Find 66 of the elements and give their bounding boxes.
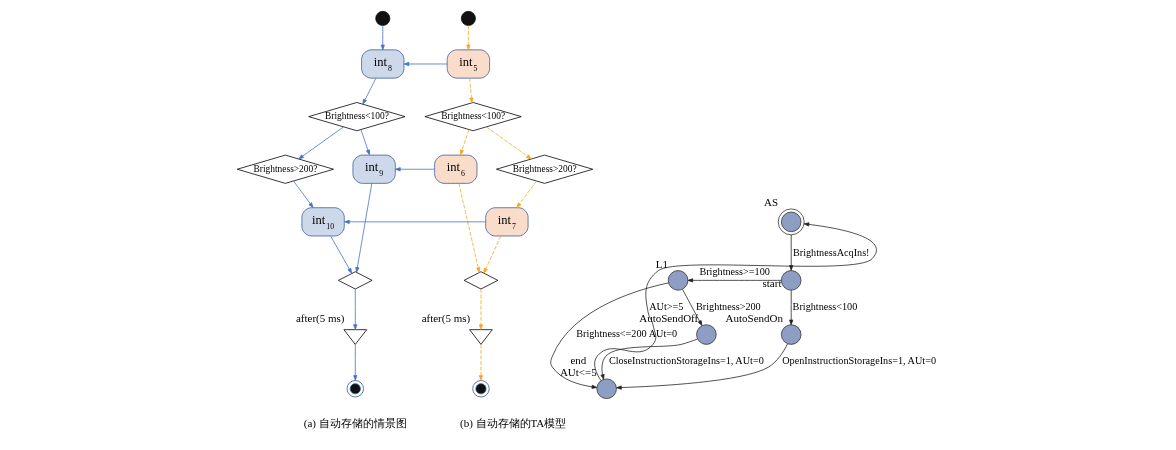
edge-label: AUt>=5 xyxy=(649,301,684,313)
node-diamond xyxy=(463,271,499,290)
arrow xyxy=(687,278,782,283)
arrow xyxy=(355,183,373,273)
node-label: end xyxy=(570,354,587,367)
node-label: after(5 ms) xyxy=(421,311,471,324)
arrow xyxy=(380,25,385,51)
label: (b) 自动存储的TA模型 xyxy=(459,417,567,430)
arrow xyxy=(466,25,471,51)
arrow xyxy=(516,180,537,208)
edge-label: CloseInstructionStorageIns=1, AUt=0 xyxy=(608,355,764,367)
node-hourglass xyxy=(343,329,368,345)
arrow xyxy=(550,282,669,389)
node-circle xyxy=(781,324,802,345)
arrow xyxy=(362,77,377,105)
node-circle xyxy=(696,324,717,345)
node-label: AS xyxy=(764,195,779,208)
arrow xyxy=(616,343,788,390)
edge-label: Brightness<=200 AUt=0 xyxy=(576,328,678,340)
node-diamond: Brightness<100? xyxy=(308,102,406,132)
node-box: int$_{9}$ xyxy=(352,154,396,184)
arrow xyxy=(403,61,448,67)
arrow xyxy=(458,183,481,273)
node-diamond xyxy=(338,271,373,290)
edge-label: Brightness>200 xyxy=(696,301,761,313)
node-circle xyxy=(596,378,617,399)
arrow xyxy=(344,219,487,224)
arrow xyxy=(789,289,794,326)
node-hourglass xyxy=(469,329,493,345)
node-circle xyxy=(781,270,802,291)
arrow xyxy=(293,180,314,208)
edge-label: BrightnessAcqIns! xyxy=(793,246,870,258)
edge-label: Brightness<100 xyxy=(792,301,858,313)
arrow xyxy=(460,129,470,156)
node-label: AutoSendOff xyxy=(639,311,699,324)
arrow xyxy=(682,289,703,326)
arrow xyxy=(469,77,474,104)
arrow xyxy=(483,235,502,274)
node-box: int$_{10}$ xyxy=(301,207,345,237)
node-circle xyxy=(667,270,689,291)
arrow xyxy=(360,129,370,156)
arrow xyxy=(486,126,532,160)
arrow xyxy=(353,344,358,381)
node-box: int$_{5}$ xyxy=(446,49,490,79)
arrow xyxy=(298,126,344,160)
node-label: start xyxy=(762,277,782,290)
node-label: AutoSendOn xyxy=(725,311,783,324)
label: (a) 自动存储的情景图 xyxy=(303,417,407,430)
node-label: AUt<=5 xyxy=(559,365,597,378)
edge-label: OpenInstructionStorageIns=1, AUt=0 xyxy=(782,355,937,367)
edge-label: Brightness>=100 xyxy=(699,266,770,278)
arrow xyxy=(478,288,483,330)
node-box: int$_{7}$ xyxy=(485,207,529,237)
arrow xyxy=(600,338,698,380)
node-label: after(5 ms) xyxy=(295,311,345,324)
node-circle xyxy=(460,10,476,26)
node-diamond: Brightness<100? xyxy=(424,102,522,132)
arrow xyxy=(353,288,358,330)
node-box: int$_{8}$ xyxy=(361,49,405,79)
arrow xyxy=(478,344,483,381)
node-label: L1 xyxy=(655,257,668,270)
node-circle xyxy=(375,10,391,26)
arrow xyxy=(330,235,353,274)
arrow xyxy=(395,167,435,172)
node-box: int$_{6}$ xyxy=(434,154,478,184)
arrow xyxy=(594,222,877,382)
